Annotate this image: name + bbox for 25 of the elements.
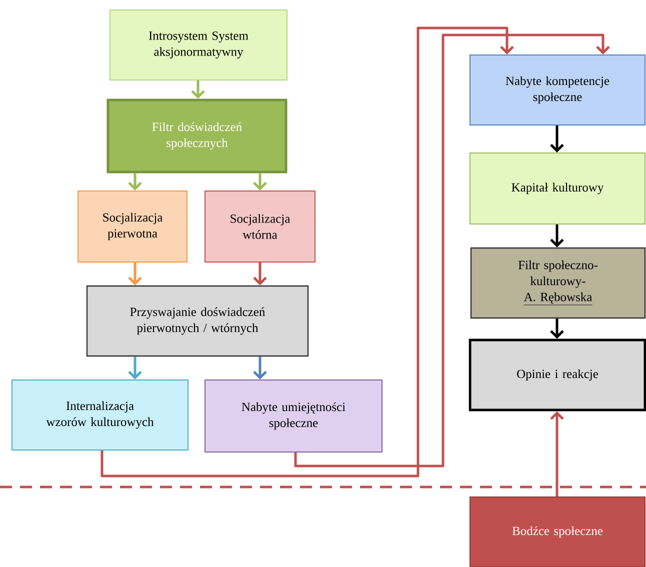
arrow [253, 262, 267, 286]
process-box: Przyswajanie doświadczeń pierwotnych / wtórnych [86, 285, 309, 357]
result-box: Opinie i reakcje [468, 338, 646, 412]
filter-box: Filtr społeczno-kulturowy- A. Rębowska [470, 247, 646, 319]
arrow [294, 34, 610, 468]
process-box: Kapitał kulturowy [470, 152, 646, 224]
arrow [550, 126, 564, 152]
process-box: Internalizacja wzorów kulturowych [12, 380, 188, 450]
arrow [253, 356, 267, 380]
arrow [253, 173, 267, 190]
process-box: Socjalizacja wtórna [204, 190, 316, 262]
filter-box: Filtr doświadczeń społecznych [106, 98, 288, 174]
arrow [550, 318, 564, 339]
arrow [191, 80, 205, 99]
arrow [550, 411, 564, 496]
arrow [128, 356, 142, 380]
arrow [128, 262, 142, 286]
process-box: Introsystem System aksjonormatywny [110, 10, 288, 80]
arrow [128, 173, 142, 190]
process-box: Nabyte kompetencje społeczne [470, 54, 646, 126]
arrow [550, 224, 564, 248]
process-box: Nabyte umiejętności społeczne [204, 380, 382, 452]
stimulus-box: Bodźce społeczne [470, 496, 646, 567]
process-box: Socjalizacja pierwotna [78, 190, 188, 262]
arrow [100, 26, 514, 478]
